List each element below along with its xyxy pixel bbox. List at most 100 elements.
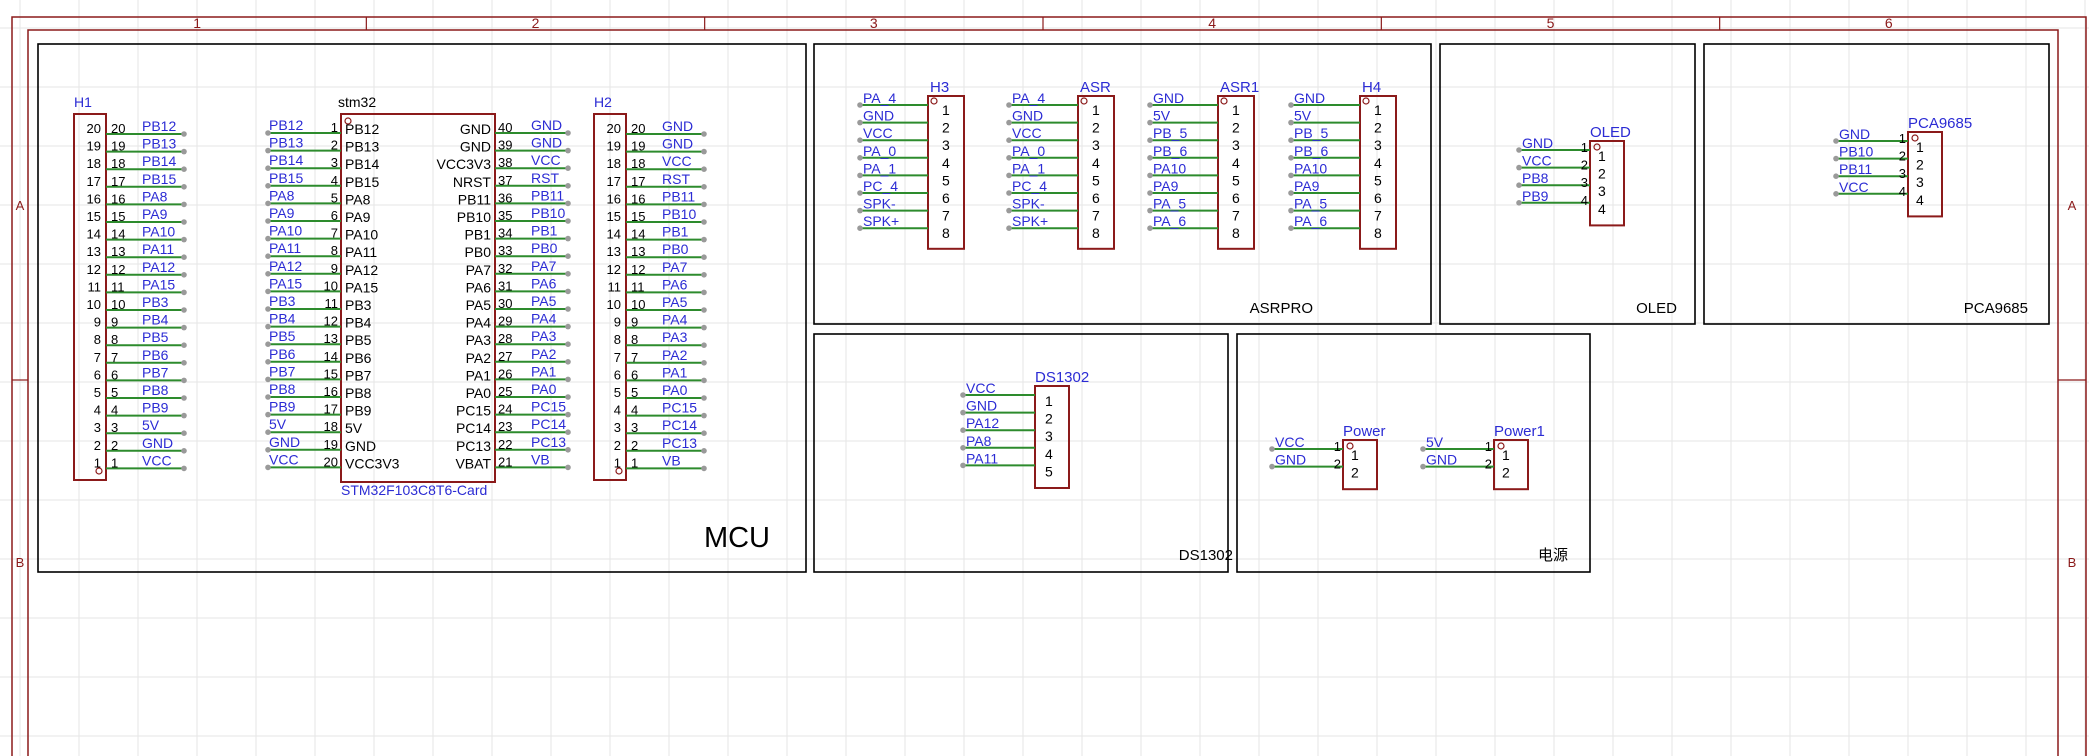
pin-name: PC13 — [456, 438, 491, 454]
wire-end — [181, 289, 187, 296]
body-pin-number: 17 — [607, 174, 621, 189]
designator: Power — [1343, 423, 1386, 440]
column-label: 3 — [870, 15, 878, 31]
pin-name: PA15 — [345, 279, 378, 295]
net-label: PB10 — [531, 205, 565, 221]
column-label: 4 — [1208, 15, 1216, 31]
wire-end — [857, 155, 863, 161]
pin-number: 5 — [111, 385, 118, 400]
wire-end — [265, 394, 271, 400]
net-label: GND — [531, 135, 562, 151]
pin-name: PA11 — [345, 244, 377, 260]
body-pin-number: 20 — [607, 121, 621, 136]
net-label: PB13 — [142, 136, 176, 152]
net-label: 5V — [1426, 434, 1444, 450]
designator: H3 — [930, 79, 949, 96]
net-label: PA8 — [269, 187, 295, 203]
pin-number: 17 — [111, 174, 125, 189]
wire-end — [181, 448, 187, 454]
pin-name: NRST — [453, 174, 492, 190]
net-label: PC13 — [531, 434, 566, 450]
body-pin-number: 3 — [614, 420, 621, 435]
net-label: PA7 — [662, 259, 688, 275]
designator: OLED — [1590, 124, 1631, 141]
pin-number: 3 — [1899, 166, 1906, 181]
pin-number: 33 — [498, 243, 512, 258]
section-title: ASRPRO — [1250, 300, 1313, 317]
net-label: RST — [531, 170, 559, 186]
wire-end — [701, 324, 707, 331]
component-body — [340, 113, 496, 483]
pin-number: 20 — [111, 121, 125, 136]
body-pin-number: 2 — [1232, 120, 1240, 136]
pin-one-marker — [1220, 97, 1228, 105]
wire-end — [1147, 102, 1153, 108]
wire-end — [1147, 190, 1153, 196]
body-pin-number: 6 — [94, 367, 101, 382]
pin-number: 34 — [498, 226, 512, 241]
net-label: PA12 — [269, 258, 302, 274]
body-pin-number: 12 — [87, 262, 101, 277]
net-label: PB12 — [269, 117, 303, 133]
net-label: GND — [1522, 135, 1553, 151]
net-label: PA0 — [662, 382, 688, 398]
body-pin-number: 6 — [614, 367, 621, 382]
pin-number: 12 — [631, 262, 645, 277]
body-pin-number: 4 — [1232, 155, 1240, 171]
pin-number: 37 — [498, 173, 512, 188]
net-label: GND — [662, 136, 693, 152]
wire-end — [1147, 207, 1153, 214]
body-pin-number: 1 — [1502, 447, 1510, 463]
pin-name: PB0 — [465, 244, 492, 260]
wire-end — [960, 409, 966, 416]
designator: Power1 — [1494, 423, 1545, 440]
component-body — [1907, 131, 1943, 218]
body-pin-number: 2 — [1598, 166, 1606, 182]
pin-number: 9 — [331, 261, 338, 276]
pin-number: 1 — [1581, 140, 1588, 155]
net-label: PA3 — [531, 328, 557, 344]
net-label: PB_6 — [1153, 143, 1187, 159]
pin-number: 3 — [111, 420, 118, 435]
wire-end — [1006, 155, 1012, 161]
section-title: DS1302 — [1179, 547, 1233, 564]
wire-end — [265, 130, 271, 136]
wire-end — [701, 412, 707, 419]
net-label: PB8 — [142, 382, 169, 398]
wire-end — [1833, 155, 1839, 162]
net-label: PB7 — [269, 363, 296, 379]
net-label: PB6 — [269, 346, 296, 362]
pin-number: 24 — [498, 402, 512, 417]
section-box — [813, 43, 1432, 325]
pin-number: 7 — [331, 226, 338, 241]
wire-end — [701, 430, 707, 437]
body-pin-number: 11 — [88, 279, 102, 294]
net-label: PA_5 — [1153, 196, 1186, 212]
body-pin-number: 4 — [1598, 201, 1606, 217]
pin-name: PB4 — [345, 315, 372, 331]
net-label: PA_1 — [863, 160, 896, 176]
body-pin-number: 5 — [1092, 172, 1100, 188]
net-label: PA1 — [531, 363, 557, 379]
net-label: VCC — [662, 153, 692, 169]
body-pin-number: 14 — [607, 227, 621, 242]
body-pin-number: 3 — [1045, 428, 1053, 444]
net-label: PB_6 — [1294, 143, 1328, 159]
section-title: MCU — [704, 522, 770, 554]
net-label: PA10 — [142, 224, 175, 240]
body-pin-number: 4 — [1374, 155, 1382, 171]
pin-number: 12 — [111, 262, 125, 277]
wire-end — [857, 207, 863, 214]
net-label: SPK+ — [1012, 213, 1048, 229]
body-pin-number: 4 — [94, 403, 101, 418]
body-pin-number: 3 — [1916, 174, 1924, 190]
net-label: PA3 — [662, 329, 688, 345]
pin-number: 1 — [1334, 439, 1341, 454]
body-pin-number: 2 — [942, 120, 950, 136]
wire-end — [565, 288, 571, 295]
body-pin-number: 3 — [1232, 137, 1240, 153]
pin-name: PB13 — [345, 139, 379, 155]
net-label: VB — [531, 451, 550, 467]
